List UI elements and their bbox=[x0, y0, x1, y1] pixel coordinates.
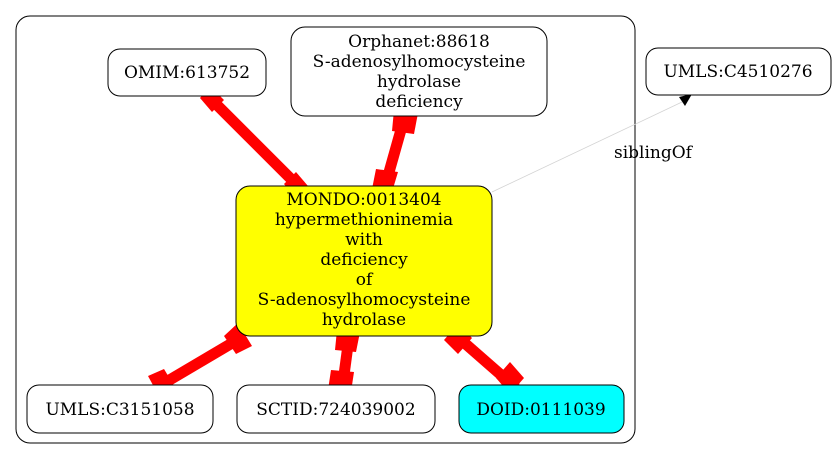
node-label-line: MONDO:0013404 bbox=[286, 190, 441, 210]
node-sctid-724039002[interactable]: SCTID:724039002 bbox=[236, 384, 436, 434]
node-label-line: hydrolase bbox=[322, 310, 406, 330]
node-omim-613752[interactable]: OMIM:613752 bbox=[107, 48, 267, 97]
node-umls-c4510276[interactable]: UMLS:C4510276 bbox=[645, 47, 832, 96]
node-label-line: UMLS:C3151058 bbox=[45, 400, 194, 420]
node-label-line: UMLS:C4510276 bbox=[663, 62, 812, 82]
edge-label-siblingof: siblingOf bbox=[614, 143, 694, 163]
node-mondo-0013404[interactable]: MONDO:0013404 hypermethioninemia with de… bbox=[235, 185, 493, 337]
node-label-line: with bbox=[345, 230, 383, 250]
arrowhead-icon bbox=[679, 94, 692, 106]
cluster-box bbox=[15, 15, 636, 444]
node-label-line: of bbox=[356, 270, 374, 290]
edge-mondo-siblingof-umls-c4510276 bbox=[491, 94, 692, 193]
node-label-line: OMIM:613752 bbox=[124, 63, 250, 83]
node-label-line: hypermethioninemia bbox=[275, 210, 453, 230]
node-orphanet-88618[interactable]: Orphanet:88618 S-adenosylhomocysteine hy… bbox=[290, 26, 548, 117]
node-label-line: Orphanet:88618 bbox=[348, 32, 490, 52]
node-label-line: deficiency bbox=[375, 92, 463, 112]
node-label-line: S-adenosylhomocysteine bbox=[258, 290, 471, 310]
node-label-line: deficiency bbox=[320, 250, 408, 270]
node-label-line: S-adenosylhomocysteine bbox=[313, 52, 526, 72]
node-label-line: SCTID:724039002 bbox=[256, 400, 415, 420]
node-label-line: hydrolase bbox=[377, 72, 461, 92]
edge-orphanet-mondo bbox=[372, 110, 418, 192]
node-umls-c3151058[interactable]: UMLS:C3151058 bbox=[26, 384, 214, 434]
node-doid-0111039[interactable]: DOID:0111039 bbox=[458, 384, 625, 434]
edge-mondo-sctid bbox=[328, 329, 360, 392]
node-label-line: DOID:0111039 bbox=[476, 400, 605, 420]
